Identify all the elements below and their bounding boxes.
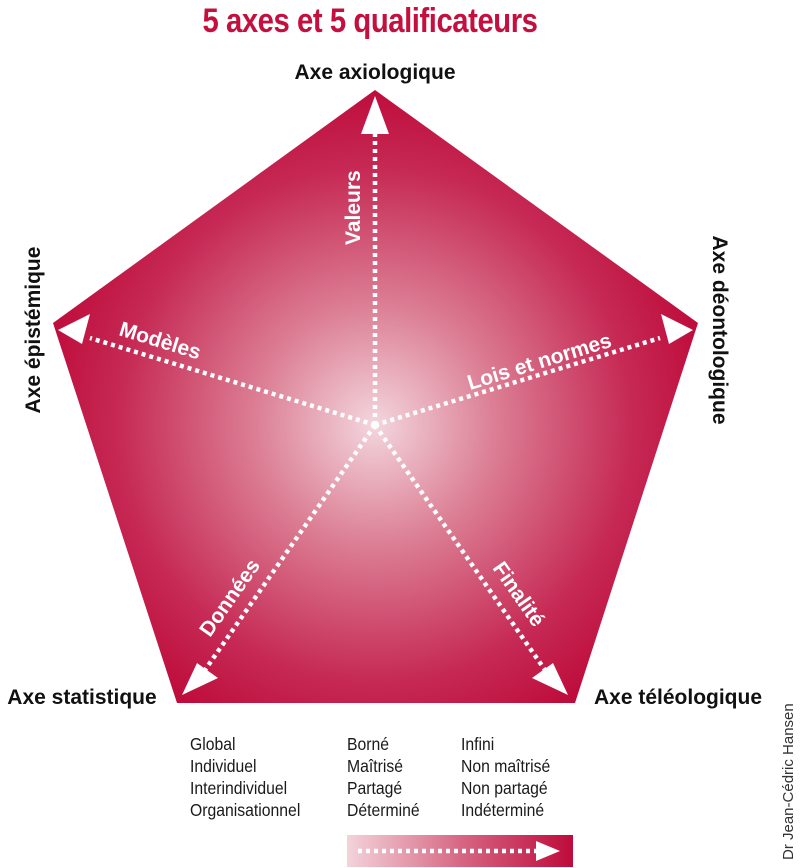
axis-title-axiologique: Axe axiologique — [294, 61, 455, 84]
scale-item: Infini — [461, 734, 495, 754]
scale-column-1: Global Individuel Interindividuel Organi… — [190, 733, 313, 821]
axis-line-finalite — [373, 423, 547, 672]
scale-item: Global — [190, 734, 236, 754]
axis-title-teleologique: Axe téléologique — [594, 686, 762, 709]
scale-item: Déterminé — [347, 800, 420, 820]
arrow-head-icon — [532, 663, 568, 695]
scale-item: Non partagé — [461, 778, 548, 798]
scale-item: Individuel — [190, 756, 257, 776]
arrow-head-icon — [182, 663, 218, 695]
arrow-head-icon — [58, 314, 90, 344]
scale-item: Maîtrisé — [347, 756, 404, 776]
pentagon-shape — [53, 90, 698, 703]
scale-column-2: Borné Maîtrisé Partagé Déterminé — [347, 733, 428, 821]
scale-bar-arrow-icon — [536, 841, 560, 861]
scale-item: Partagé — [347, 778, 403, 798]
page-title: 5 axes et 5 qualificateurs — [202, 2, 538, 40]
scale-item: Borné — [347, 734, 390, 754]
axis-line-modeles — [89, 335, 376, 428]
axis-title-statistique: Axe statistique — [7, 686, 156, 709]
arrow-head-icon — [661, 314, 693, 344]
arrow-head-icon — [361, 96, 389, 134]
axis-line-donnees — [203, 423, 377, 672]
scale-item: Non maîtrisé — [461, 756, 551, 776]
qualifier-valeurs: Valeurs — [342, 170, 365, 245]
axis-title-epistemique: Axe épistémique — [22, 247, 45, 414]
scale-item: Interindividuel — [190, 778, 288, 798]
scale-column-3: Infini Non maîtrisé Non partagé Indéterm… — [461, 733, 560, 821]
author-credit: Dr Jean-Cédric Hansen — [780, 703, 797, 860]
axis-title-deontologique: Axe déontologique — [708, 236, 731, 425]
scale-item: Indéterminé — [461, 800, 545, 820]
axis-line-lois — [374, 335, 661, 428]
scale-item: Organisationnel — [190, 800, 301, 820]
